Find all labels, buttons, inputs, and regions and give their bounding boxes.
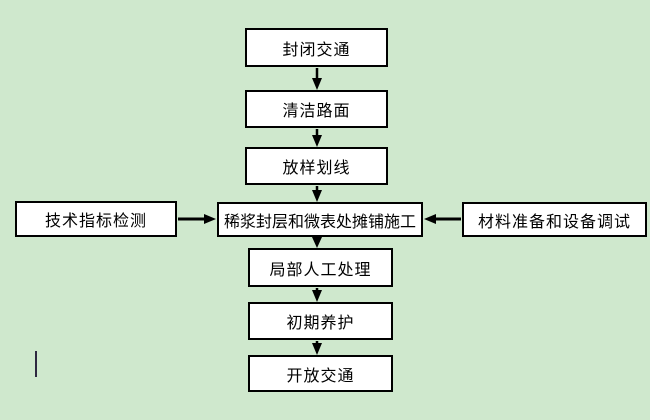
node-setting-out-marking: 放样划线 — [245, 147, 388, 185]
text-cursor[interactable] — [35, 351, 37, 377]
arrow-material-to-paving — [424, 214, 461, 224]
node-material-preparation-equipment-debugging: 材料准备和设备调试 — [462, 202, 647, 237]
node-initial-curing: 初期养护 — [248, 302, 393, 340]
arrow-clean-to-marking — [312, 129, 322, 147]
node-label: 局部人工处理 — [269, 259, 372, 279]
node-label: 材料准备和设备调试 — [477, 211, 631, 231]
arrow-local-to-curing — [312, 288, 322, 302]
arrow-marking-to-paving — [312, 186, 322, 202]
arrow-curing-to-open — [312, 341, 322, 355]
node-open-traffic: 开放交通 — [248, 355, 393, 392]
node-label: 稀浆封层和微表处摊铺施工 — [223, 211, 416, 231]
node-technical-index-inspection: 技术指标检测 — [15, 201, 177, 237]
arrow-close-to-clean — [312, 68, 322, 90]
node-label: 初期养护 — [286, 313, 355, 332]
node-label: 封闭交通 — [282, 39, 351, 59]
node-local-manual-treatment: 局部人工处理 — [248, 248, 393, 287]
node-label: 清洁路面 — [282, 101, 351, 120]
arrow-paving-to-local — [312, 237, 322, 248]
node-slurry-seal-micro-surfacing-paving: 稀浆封层和微表处摊铺施工 — [217, 202, 423, 237]
node-clean-pavement: 清洁路面 — [245, 90, 388, 128]
node-label: 开放交通 — [286, 365, 355, 385]
node-close-traffic: 封闭交通 — [245, 28, 388, 67]
node-label: 放样划线 — [282, 158, 351, 177]
arrow-tech-to-paving — [178, 214, 216, 224]
node-label: 技术指标检测 — [44, 211, 147, 230]
